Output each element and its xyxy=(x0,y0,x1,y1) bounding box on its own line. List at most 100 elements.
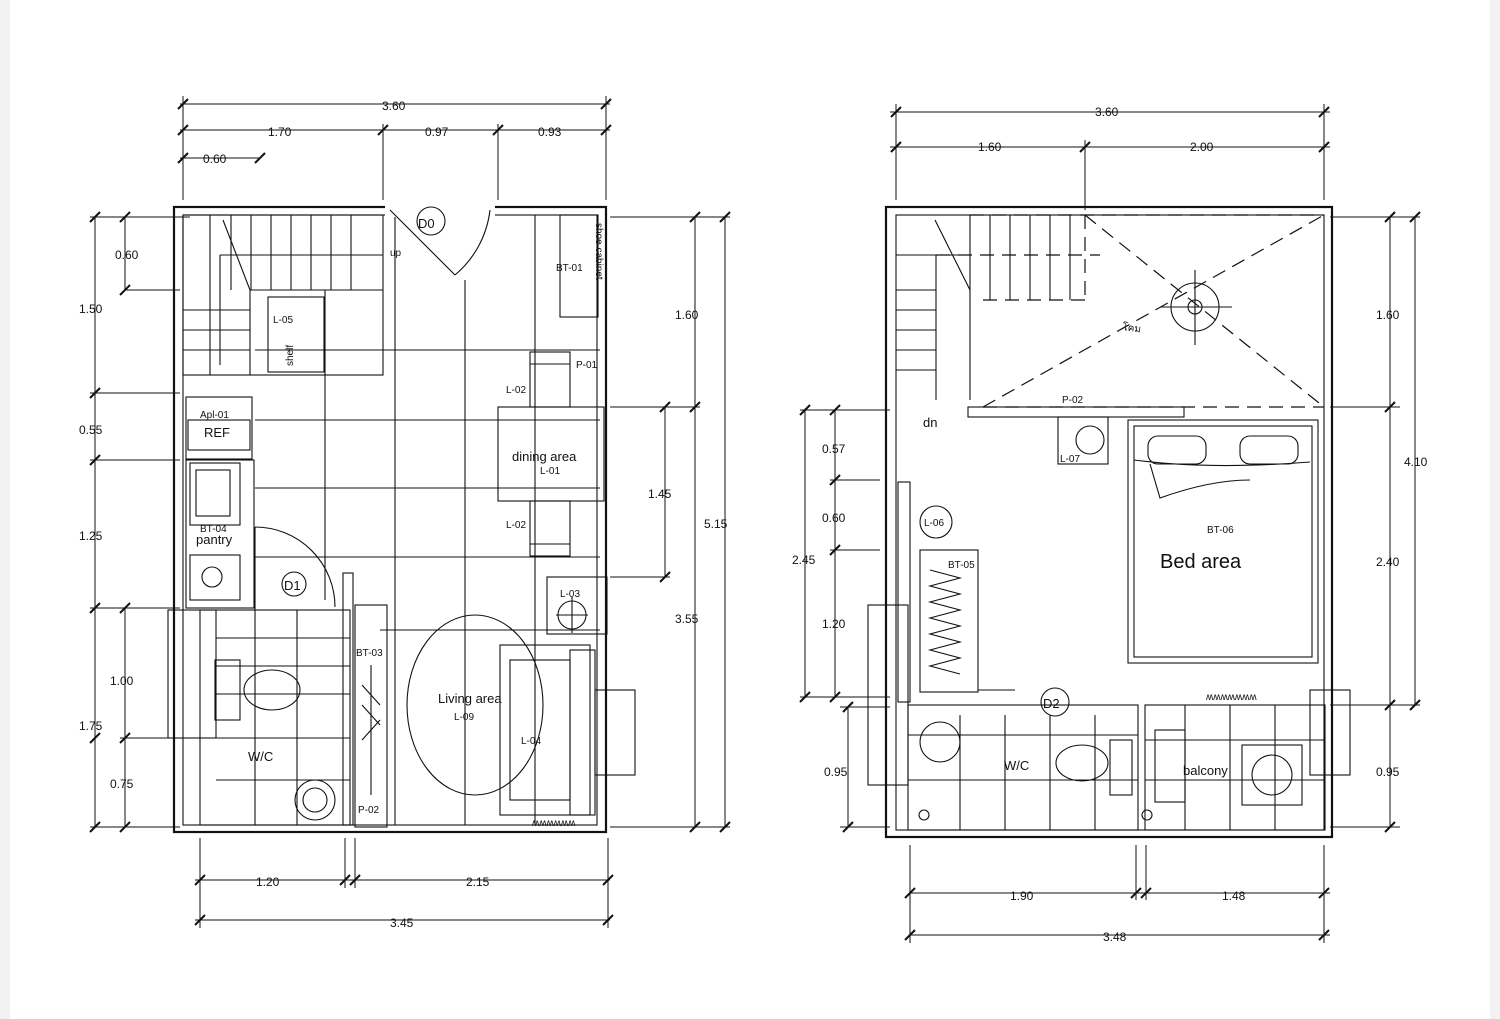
stairs-down-label: dn xyxy=(923,415,937,430)
upper-dimension-text: 3.60 1.60 2.00 1.60 4.10 2.40 0.95 0.57 … xyxy=(792,105,1428,944)
dimension-tick xyxy=(119,211,131,223)
ref-label: REF xyxy=(204,425,230,440)
dimension-tick xyxy=(119,732,131,744)
lamp-l03-box xyxy=(546,576,608,635)
dim-ground-left-c: 0.55 xyxy=(79,423,103,437)
ground-bathroom xyxy=(167,609,351,826)
dimension-tick xyxy=(719,211,731,223)
l04-label: L-04 xyxy=(521,736,541,747)
dimension-tick xyxy=(829,404,841,416)
bt03-label: BT-03 xyxy=(356,648,383,659)
bath-door-d1-label: D1 xyxy=(284,578,301,593)
dimension-tick xyxy=(904,887,916,899)
dim-ground-left-d: 1.25 xyxy=(79,529,103,543)
drawing-sheet: D0 up shoe cabinet BT-01 L-05 shelf P-01… xyxy=(10,0,1490,1019)
dimension-tick xyxy=(829,544,841,556)
toilet-tank xyxy=(214,659,241,721)
stairs-up-label: up xyxy=(390,248,402,259)
dim-ground-right-c: 5.15 xyxy=(704,517,728,531)
l07-label: L-07 xyxy=(1060,454,1080,465)
dim-upper-right-d: 0.95 xyxy=(1376,765,1400,779)
dimension-tick xyxy=(1318,929,1330,941)
balcony-ledge xyxy=(1309,689,1351,776)
wardrobe-bt05 xyxy=(897,481,1015,703)
ground-dimensions xyxy=(90,96,730,928)
upper-toilet-tank xyxy=(1109,739,1133,796)
dimension-tick xyxy=(254,152,266,164)
dimension-tick xyxy=(799,404,811,416)
balcony-label: balcony xyxy=(1183,763,1228,778)
dimension-tick xyxy=(1409,699,1421,711)
dimension-ticks xyxy=(89,98,1421,941)
dim-ground-top-a: 1.70 xyxy=(268,125,292,139)
dim-upper-left-e: 0.95 xyxy=(824,765,848,779)
dimension-tick xyxy=(194,914,206,926)
shelf-label: shelf xyxy=(285,345,296,366)
dim-ground-left-g: 0.75 xyxy=(110,777,134,791)
dimension-tick xyxy=(890,141,902,153)
living-rug xyxy=(406,614,544,796)
balcony-sink xyxy=(1154,729,1186,803)
bt03-shelf xyxy=(354,604,388,828)
dim-ground-right-b: 1.45 xyxy=(648,487,672,501)
ground-tile-grid xyxy=(255,215,600,825)
lamp-thai-label: โคม xyxy=(1122,320,1142,335)
dim-ground-right-a: 1.60 xyxy=(675,308,699,322)
p02-upper-label: P-02 xyxy=(1062,395,1084,406)
dimension-tick xyxy=(1140,887,1152,899)
l02-bottom-label: L-02 xyxy=(506,520,526,531)
dim-ground-left-e: 1.00 xyxy=(110,674,134,688)
dimension-tick xyxy=(119,284,131,296)
dimension-tick xyxy=(89,732,101,744)
dim-ground-top-d: 0.60 xyxy=(203,152,227,166)
wash-basin xyxy=(294,779,336,821)
dimension-tick xyxy=(659,571,671,583)
side-table-l07 xyxy=(1057,416,1109,465)
l02-top-label: L-02 xyxy=(506,385,526,396)
upper-wash-basin xyxy=(919,721,961,763)
l05-label: L-05 xyxy=(273,315,293,326)
dimension-tick xyxy=(890,106,902,118)
bt06-label: BT-06 xyxy=(1207,525,1234,536)
upper-wc-label: W/C xyxy=(1004,758,1029,773)
dimension-tick xyxy=(689,211,701,223)
bt05-label: BT-05 xyxy=(948,560,975,571)
dimension-tick xyxy=(689,401,701,413)
ground-floor-plan: D0 up shoe cabinet BT-01 L-05 shelf P-01… xyxy=(79,96,730,930)
dimension-tick xyxy=(119,821,131,833)
dimension-tick xyxy=(492,124,504,136)
dimension-tick xyxy=(799,691,811,703)
dimension-tick xyxy=(842,701,854,713)
dim-upper-left-d: 1.20 xyxy=(822,617,846,631)
dimension-tick xyxy=(89,454,101,466)
pantry-counter xyxy=(185,459,255,609)
d2-marker xyxy=(1040,687,1070,717)
dim-upper-left-a: 0.57 xyxy=(822,442,846,456)
dimension-tick xyxy=(842,821,854,833)
curtain-symbol: ʍʍʍʍʍʍ xyxy=(532,818,576,829)
dim-upper-top-a: 1.60 xyxy=(978,140,1002,154)
bt04-label: BT-04 xyxy=(200,524,227,535)
dim-upper-left-c: 2.45 xyxy=(792,553,816,567)
dimension-tick xyxy=(377,124,389,136)
dimension-tick xyxy=(1409,211,1421,223)
bath-door-d2-label: D2 xyxy=(1043,696,1060,711)
dimension-tick xyxy=(89,821,101,833)
upper-curtain-symbol: ʍʍʍʍʍʍʍ xyxy=(1206,692,1257,703)
bath-door-d1 xyxy=(254,526,336,610)
dim-upper-top-total: 3.60 xyxy=(1095,105,1119,119)
sofa xyxy=(499,644,596,816)
main-door-label: D0 xyxy=(418,216,435,231)
dim-upper-bottom-a: 1.90 xyxy=(1010,889,1034,903)
ground-stairs xyxy=(182,214,384,376)
dimension-tick xyxy=(1384,699,1396,711)
partition-wall xyxy=(342,572,354,826)
dimension-tick xyxy=(600,124,612,136)
kitchen-sink xyxy=(189,462,241,526)
dimension-tick xyxy=(659,401,671,413)
bed-area-label: Bed area xyxy=(1160,551,1242,573)
dimension-tick xyxy=(719,821,731,833)
refrigerator xyxy=(185,396,253,460)
dim-upper-right-b: 4.10 xyxy=(1404,455,1428,469)
window-ledge xyxy=(594,689,636,776)
